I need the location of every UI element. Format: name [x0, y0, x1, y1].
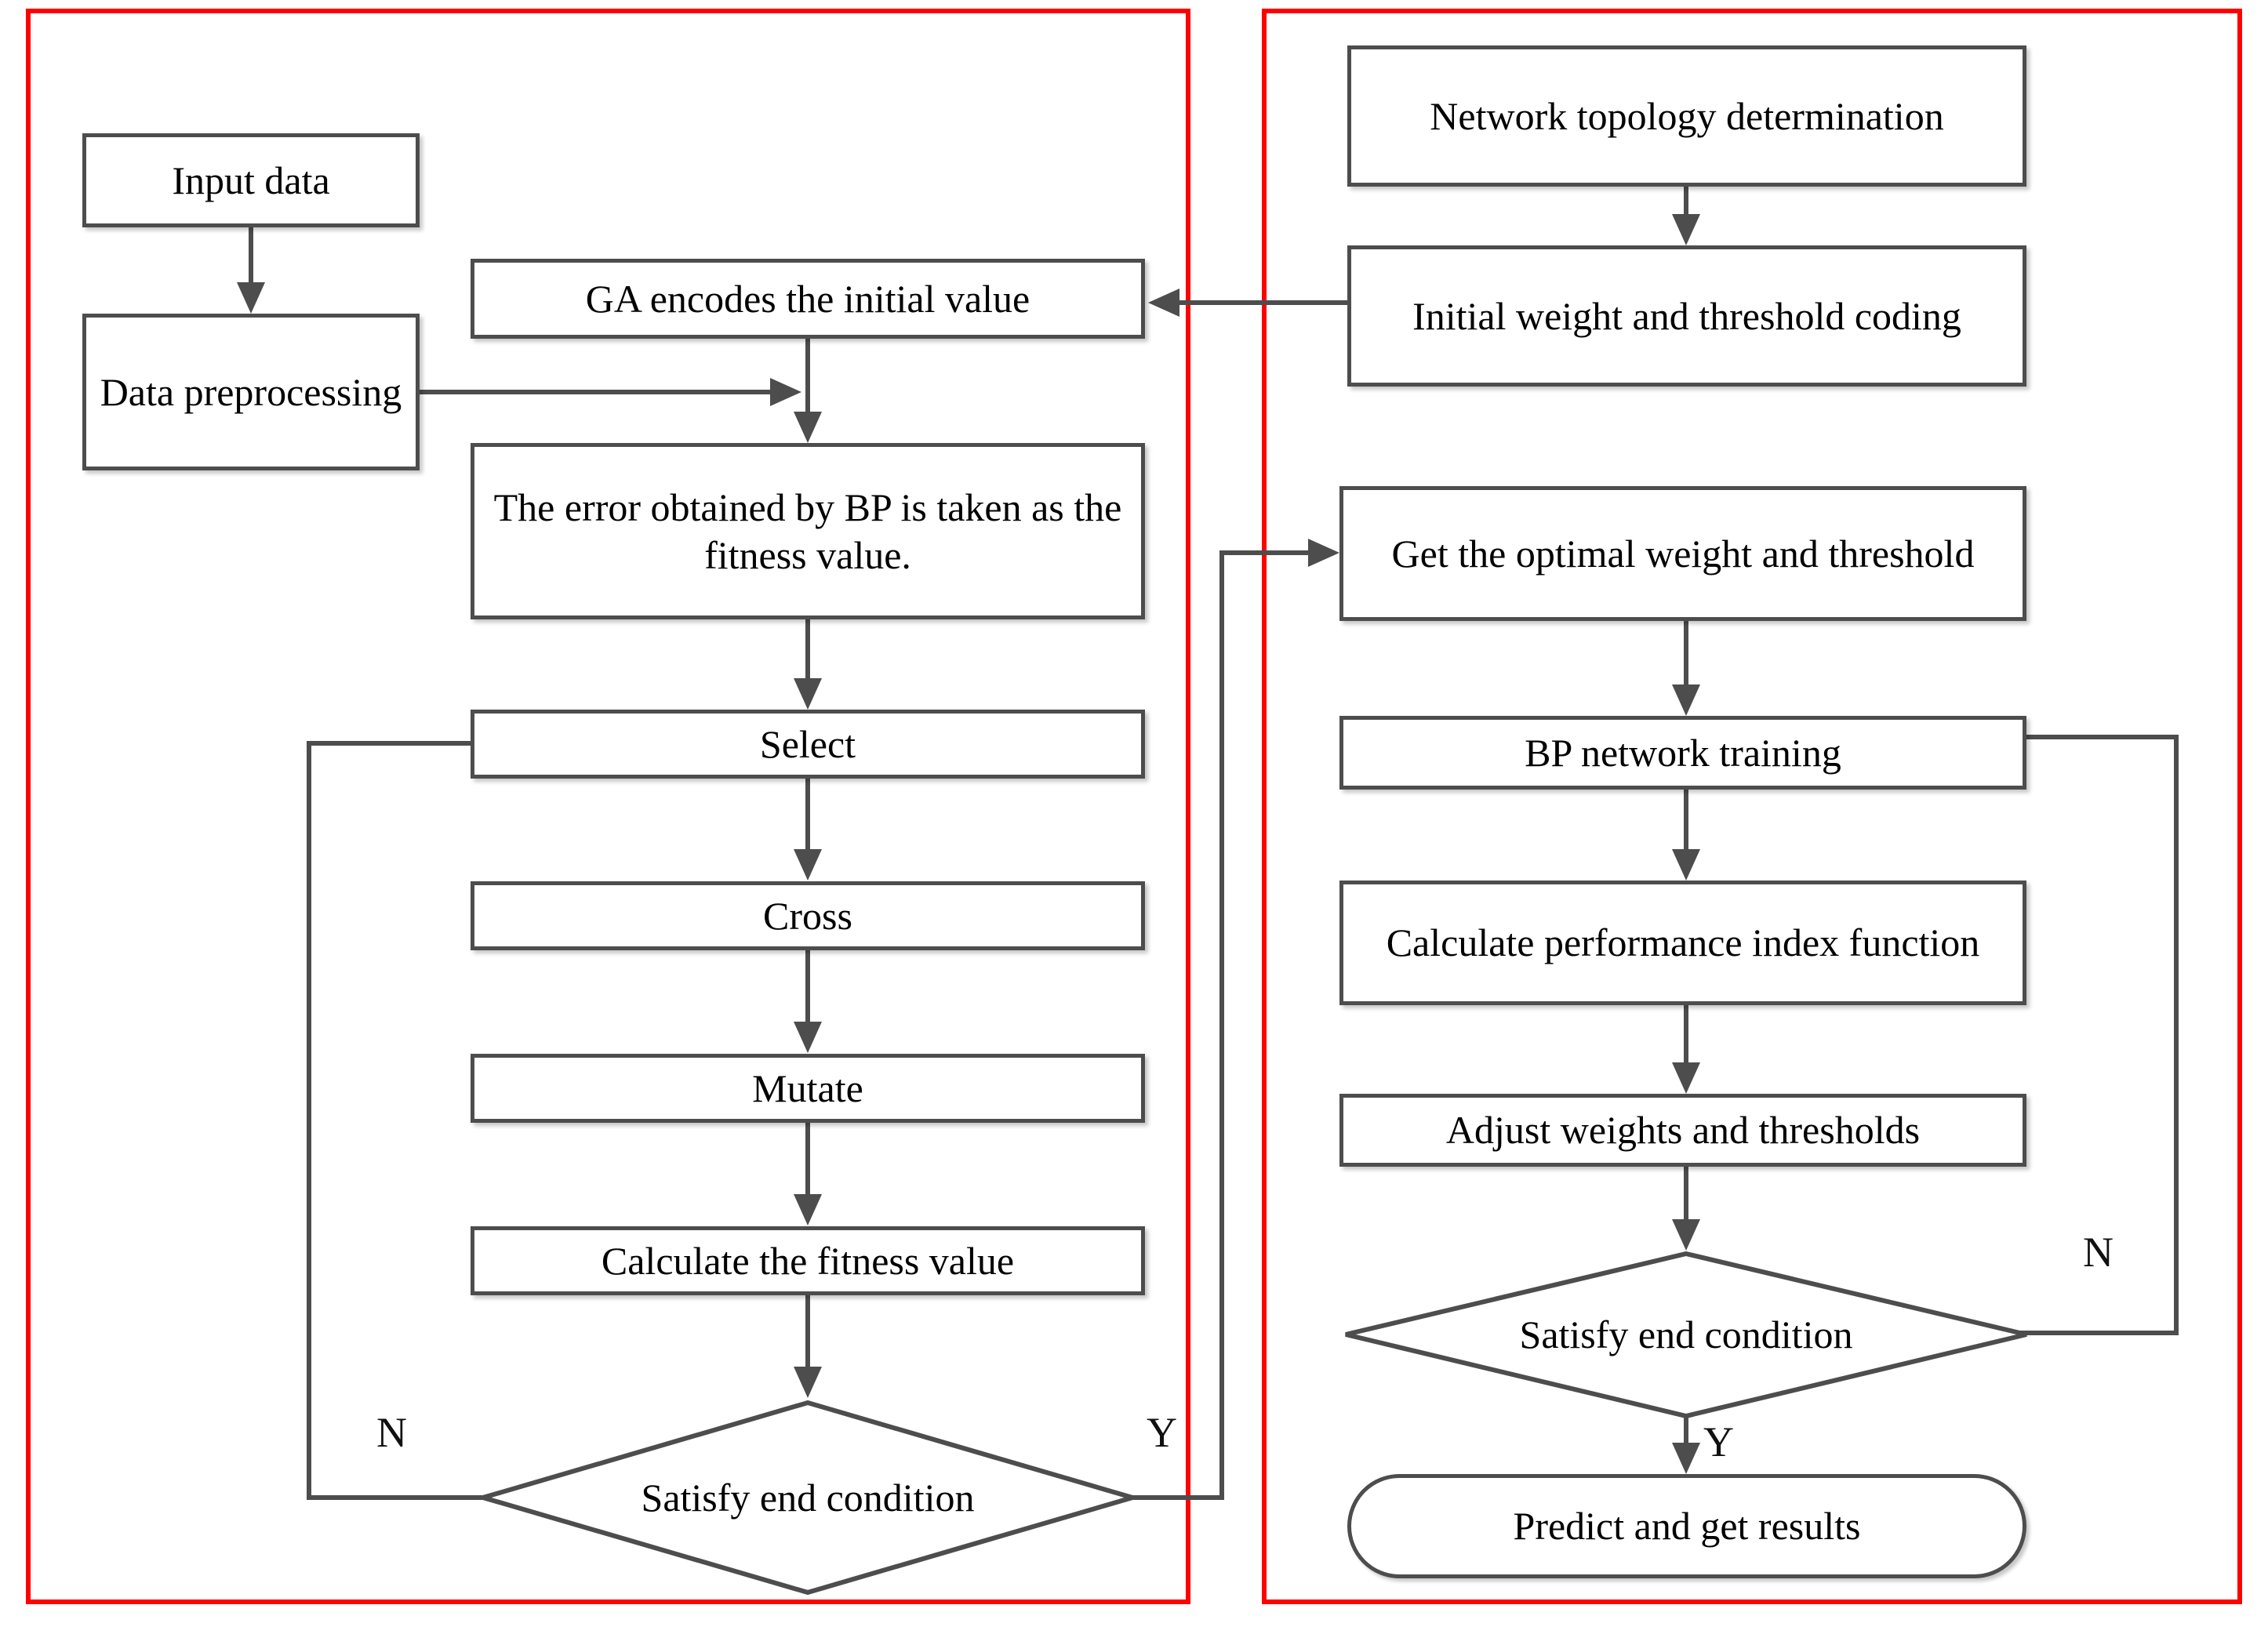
- node-get-optimal[interactable]: Get the optimal weight and threshold: [1339, 486, 2026, 621]
- node-right-satisfy-end-condition-label: Satisfy end condition: [1519, 1313, 1853, 1356]
- node-bp-training[interactable]: BP network training: [1339, 716, 2026, 790]
- node-calculate-fitness-label: Calculate the fitness value: [601, 1238, 1015, 1283]
- node-cross-label: Cross: [763, 893, 852, 938]
- node-data-preprocessing-label: Data preprocessing: [100, 369, 402, 414]
- node-bp-error-fitness[interactable]: The error obtained by BP is taken as the…: [471, 443, 1145, 619]
- node-bp-training-label: BP network training: [1525, 730, 1841, 775]
- edge-label-left-no: N: [376, 1409, 407, 1456]
- node-mutate[interactable]: Mutate: [471, 1054, 1145, 1123]
- node-calculate-fitness[interactable]: Calculate the fitness value: [471, 1226, 1145, 1295]
- edge-label-right-no: N: [2083, 1229, 2114, 1276]
- node-calculate-performance[interactable]: Calculate performance index function: [1339, 881, 2026, 1005]
- node-bp-error-fitness-label: The error obtained by BP is taken as the…: [493, 485, 1122, 577]
- node-mutate-label: Mutate: [752, 1066, 863, 1110]
- node-left-satisfy-end-condition[interactable]: Satisfy end condition: [480, 1400, 1136, 1596]
- node-input-data[interactable]: Input data: [82, 133, 420, 227]
- node-data-preprocessing[interactable]: Data preprocessing: [82, 314, 420, 470]
- node-network-topology-label: Network topology determination: [1430, 93, 1944, 138]
- node-select[interactable]: Select: [471, 710, 1145, 779]
- node-adjust-weights[interactable]: Adjust weights and thresholds: [1339, 1094, 2026, 1167]
- node-ga-encode-label: GA encodes the initial value: [585, 276, 1030, 321]
- node-predict-results-label: Predict and get results: [1513, 1504, 1861, 1548]
- node-ga-encode[interactable]: GA encodes the initial value: [471, 259, 1145, 339]
- node-calculate-performance-label: Calculate performance index function: [1386, 920, 1980, 964]
- edge-label-right-yes: Y: [1703, 1418, 1734, 1465]
- node-initial-weight-coding[interactable]: Initial weight and threshold coding: [1347, 245, 2026, 387]
- panel-ga-stage: [26, 9, 1190, 1604]
- node-get-optimal-label: Get the optimal weight and threshold: [1391, 531, 1975, 576]
- node-input-data-label: Input data: [172, 158, 330, 202]
- node-cross[interactable]: Cross: [471, 881, 1145, 950]
- diamond-shape: [480, 1400, 1136, 1596]
- node-right-satisfy-end-condition[interactable]: Satisfy end condition: [1343, 1251, 2030, 1419]
- node-predict-results[interactable]: Predict and get results: [1347, 1474, 2026, 1578]
- diamond-shape: [1345, 1251, 2027, 1419]
- edge-label-left-yes: Y: [1147, 1409, 1177, 1456]
- node-select-label: Select: [759, 721, 856, 766]
- node-left-satisfy-end-condition-label: Satisfy end condition: [641, 1475, 975, 1520]
- node-network-topology[interactable]: Network topology determination: [1347, 45, 2026, 187]
- node-initial-weight-coding-label: Initial weight and threshold coding: [1412, 293, 1961, 338]
- node-adjust-weights-label: Adjust weights and thresholds: [1445, 1108, 1921, 1152]
